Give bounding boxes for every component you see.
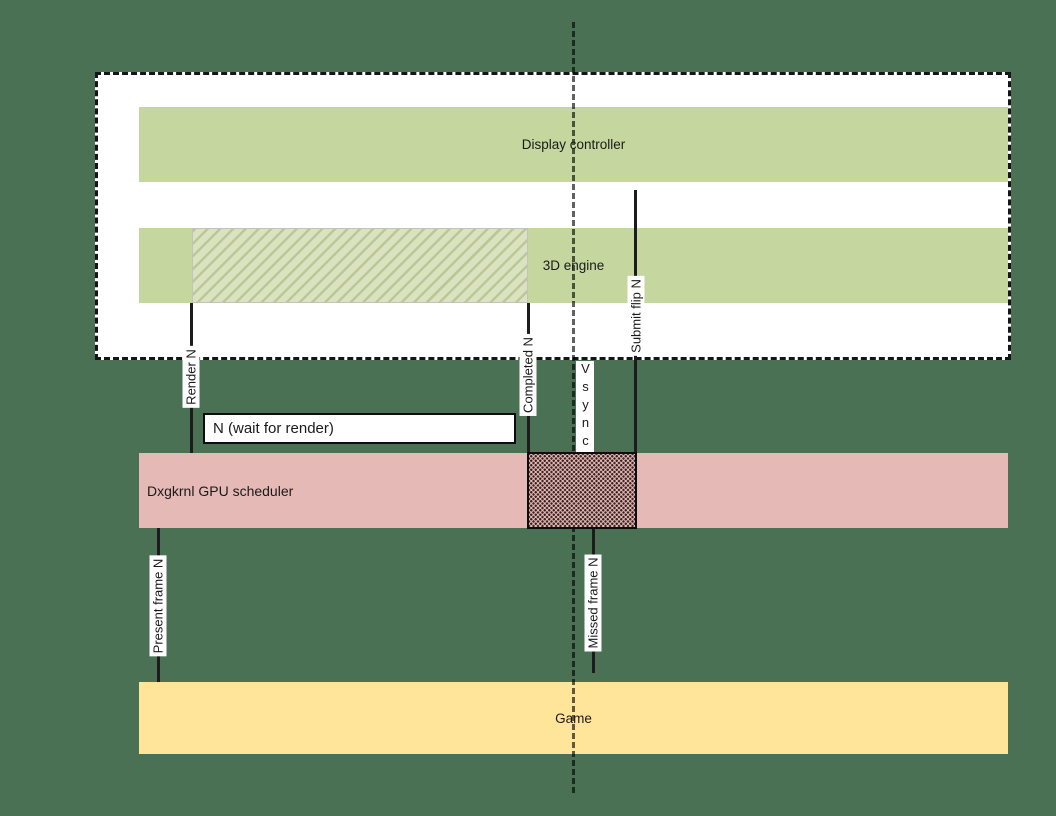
vsync-dashed-line <box>572 22 575 793</box>
completed-event-label: Completed N <box>519 334 537 416</box>
wait-for-render-label: N (wait for render) <box>213 420 334 437</box>
render-event-label: Render N <box>182 346 200 408</box>
submit-flip-event-label: Submit flip N <box>627 276 645 356</box>
wait-for-render-box: N (wait for render) <box>203 413 516 444</box>
present-frame-event-label: Present frame N <box>149 555 167 657</box>
missed-frame-event-label: Missed frame N <box>584 554 602 652</box>
vsync-label: Vsync <box>576 361 594 452</box>
missed-vsync-dotted-block <box>527 452 637 529</box>
render-interval-hatch <box>192 228 528 303</box>
